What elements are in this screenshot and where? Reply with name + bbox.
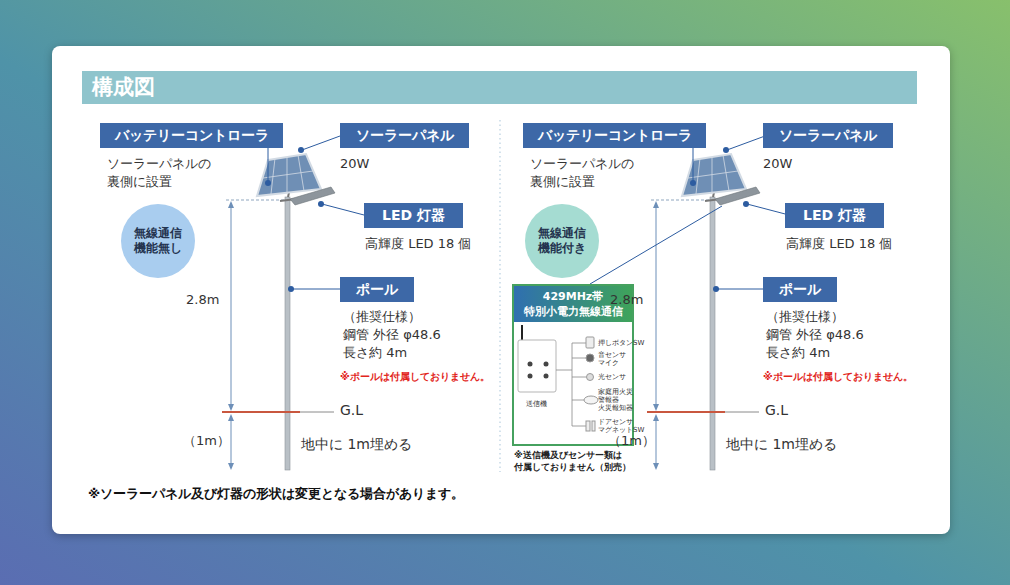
footer-note: ※ソーラーパネル及び灯器の形状は変更となる場合があります。: [88, 486, 464, 503]
ground-leader: [300, 412, 334, 413]
pole: [285, 197, 290, 470]
leader-dot: [318, 201, 324, 207]
dimension-arrow: [228, 463, 234, 470]
component-tag: バッテリーコントローラソーラーパネルの 裏側に設置: [100, 123, 283, 148]
light-sensor-icon: [587, 374, 594, 381]
title-band: 構成図: [82, 71, 917, 104]
led-lamp: [290, 187, 335, 205]
leader-line: [590, 206, 722, 284]
solar-panel: [257, 154, 321, 196]
transmitter-label: 送信機: [526, 400, 547, 408]
component-tag: LED 灯器高輝度 LED 18 個: [364, 203, 463, 228]
panel-grid: [287, 157, 288, 193]
dimension-arrow: [228, 414, 234, 421]
wire: [572, 343, 573, 426]
component-tag: ソーラーパネル20W: [340, 123, 469, 148]
dimension-line: [231, 418, 232, 466]
fire-alarm-icon: [584, 396, 598, 404]
sold-separately-note: ※送信機及びセンサー類は 付属しておりません（別売）: [514, 449, 636, 473]
wireless-option-box: 429MHz帯 特別小電力無線通信押しボタンSW音センサ マイク光センサ家庭用火…: [512, 284, 634, 446]
sound-sensor-icon: [586, 354, 594, 362]
leader-line: [292, 289, 340, 290]
component-spec: 20W: [340, 155, 420, 173]
component-spec: （推奨仕様） 鋼管 外径 φ48.6 長さ約 4m: [343, 308, 447, 362]
leader-dot: [288, 286, 294, 292]
street-light: [222, 136, 364, 470]
leader-dot: [298, 147, 304, 153]
dimension-arrow: [228, 201, 234, 208]
component-spec: （推奨仕様） 鋼管 外径 φ48.6 長さ約 4m: [766, 308, 870, 362]
component-name: ポール: [763, 277, 837, 302]
sensor-label: 家庭用火災 警報器 火災報知器: [598, 388, 635, 412]
component-name: LED 灯器: [364, 203, 463, 228]
wire: [556, 370, 572, 371]
warning-note: ※ポールは付属しておりません。: [763, 370, 913, 384]
sensor-label: ドアセンサ マグネットSW: [598, 418, 646, 434]
street-light: [647, 136, 789, 470]
panel-divider: [499, 120, 500, 472]
component-name: LED 灯器: [785, 203, 884, 228]
panel-grid: [298, 155, 304, 191]
ground-line: [222, 411, 300, 413]
leader-line: [322, 204, 364, 215]
sensor-label: 音センサ マイク: [598, 351, 630, 367]
page-title: 構成図: [92, 71, 155, 104]
dimension-label: （1m）: [183, 432, 230, 450]
leader-line: [268, 148, 269, 182]
transmitter-button: [528, 374, 533, 379]
transmitter: [518, 340, 556, 392]
door-sensor-icon: [586, 421, 590, 431]
transmitter-illustration: [518, 325, 598, 431]
push-button-icon: [586, 337, 594, 348]
component-spec: 高輝度 LED 18 個: [365, 235, 525, 253]
sensor-label: 光センサ: [598, 373, 626, 381]
antenna: [521, 325, 523, 341]
dimension-label: 2.8m: [610, 292, 643, 307]
ground-level-label: G.L: [765, 402, 788, 418]
feature-badge: 無線通信 機能無し: [121, 204, 195, 278]
component-description: ソーラーパネルの 裏側に設置: [530, 155, 670, 191]
component-tag: ソーラーパネル20W: [763, 123, 893, 148]
sensor-label: 押しボタンSW: [598, 339, 644, 347]
component-name: ソーラーパネル: [763, 123, 893, 148]
transmitter-button: [528, 362, 533, 367]
component-name: バッテリーコントローラ: [100, 123, 283, 148]
badge-text: 無線通信 機能付き: [535, 226, 589, 256]
wire: [572, 426, 586, 427]
component-name: バッテリーコントローラ: [523, 123, 706, 148]
warning-note: ※ポールは付属しておりません。: [340, 370, 490, 384]
component-description: ソーラーパネルの 裏側に設置: [107, 155, 247, 191]
component-tag: ポール（推奨仕様） 鋼管 外径 φ48.6 長さ約 4m※ポールは付属しておりま…: [763, 277, 837, 302]
component-spec: 20W: [763, 155, 843, 173]
dimension-arrow: [228, 404, 234, 411]
ground-level-label: G.L: [340, 402, 363, 418]
burial-note: 地中に 1m埋める: [301, 436, 412, 454]
wire: [572, 400, 584, 401]
door-sensor-icon: [592, 421, 595, 431]
component-tag: バッテリーコントローラソーラーパネルの 裏側に設置: [523, 123, 706, 148]
dimension-label: （1m）: [608, 432, 655, 450]
dimension-line: [231, 204, 232, 408]
wire: [572, 377, 586, 378]
wire: [572, 358, 586, 359]
component-tag: ポール（推奨仕様） 鋼管 外径 φ48.6 長さ約 4m※ポールは付属しておりま…: [340, 277, 414, 302]
leader-dot: [265, 180, 271, 186]
panel-grid: [263, 171, 313, 178]
dimension-label: 2.8m: [186, 292, 219, 307]
component-name: ポール: [340, 277, 414, 302]
wire: [572, 343, 586, 344]
leader-line: [302, 136, 340, 150]
panel-grid: [271, 158, 275, 194]
badge-text: 無線通信 機能無し: [131, 226, 185, 256]
height-guide: [226, 200, 284, 201]
feature-badge: 無線通信 機能付き: [525, 204, 599, 278]
component-spec: 高輝度 LED 18 個: [786, 235, 946, 253]
transmitter-button: [544, 374, 549, 379]
transmitter-button: [544, 362, 549, 367]
component-tag: LED 灯器高輝度 LED 18 個: [785, 203, 884, 228]
component-name: ソーラーパネル: [340, 123, 469, 148]
burial-note: 地中に 1m埋める: [726, 436, 837, 454]
